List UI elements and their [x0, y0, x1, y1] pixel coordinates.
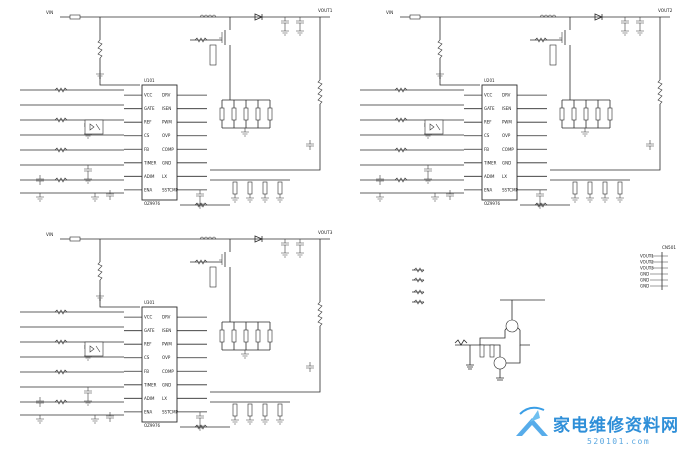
watermark: 家电维修资料网 520101.com [516, 406, 679, 446]
watermark-logo-icon [516, 406, 548, 436]
chip-pin-label: OVP [162, 355, 171, 360]
output-net-label: VOUT3 [318, 230, 333, 235]
chip-pin-label: DRV [162, 315, 171, 320]
chip-pin-label: CS [144, 133, 150, 138]
chip-pin-label: REF [484, 120, 492, 125]
chip-name: U301 [144, 300, 155, 305]
controller-ic [141, 84, 178, 201]
connector-pin-label: GND [640, 278, 649, 283]
chip-pin-label: OVP [162, 133, 171, 138]
connector-pin-label: GND [640, 284, 649, 289]
chip-pin-label: ENA [144, 187, 153, 192]
chip-pin-label: DRV [502, 93, 511, 98]
chip-pin-label: GATE [484, 106, 495, 111]
chip-pin-label: ISEN [162, 328, 171, 333]
chip-pin-label: TIMER [483, 160, 497, 165]
chip-pin-label: FB [144, 147, 149, 152]
chip-pin-label: DRV [162, 93, 171, 98]
chip-pin-label: SSTCMP [162, 187, 179, 192]
chip-pin-label: TIMER [143, 382, 157, 387]
chip-pin-label: VCC [144, 315, 153, 320]
output-net-label: VOUT1 [318, 8, 333, 13]
input-net-label: VIN [46, 232, 53, 237]
chip-pin-label: GATE [144, 106, 155, 111]
chip-pin-label: COMP [502, 147, 514, 152]
input-net-label: VIN [46, 10, 53, 15]
chip-pin-label: LX [162, 174, 167, 179]
chip-pin-label: VCC [144, 93, 153, 98]
chip-pin-label: PWM [162, 120, 172, 125]
chip-part: OZ9976 [144, 423, 161, 428]
chip-name: U101 [144, 78, 155, 83]
chip-pin-label: ADIM [144, 174, 155, 179]
chip-pin-label: FB [484, 147, 489, 152]
chip-part: OZ9976 [484, 201, 501, 206]
chip-pin-label: COMP [162, 147, 174, 152]
chip-pin-label: LX [502, 174, 507, 179]
chip-pin-label: ISEN [162, 106, 171, 111]
chip-pin-label: GND [162, 382, 171, 387]
chip-pin-label: TIMER [143, 160, 157, 165]
connector-pin-label: VOUT3 [640, 266, 654, 271]
chip-pin-label: CS [144, 355, 150, 360]
chip-name: U201 [484, 78, 495, 83]
misc-resistor-stack [412, 267, 425, 305]
chip-pin-label: ADIM [484, 174, 495, 179]
chip-pin-label: REF [144, 120, 152, 125]
chip-pin-label: LX [162, 396, 167, 401]
connector-name: CN501 [662, 245, 676, 250]
chip-pin-label: FB [144, 369, 149, 374]
chip-pin-label: REF [144, 342, 152, 347]
chip-pin-label: VCC [484, 93, 493, 98]
chip-part: OZ9976 [144, 201, 161, 206]
chip-pin-label: CS [484, 133, 490, 138]
chip-pin-label: PWM [162, 342, 172, 347]
transistor-switch-circuit [454, 299, 545, 381]
chip-pin-label: ENA [484, 187, 493, 192]
connector-pin-label: GND [640, 272, 649, 277]
chip-pin-label: GND [162, 160, 171, 165]
connector-pin-label: VOUT1 [640, 254, 654, 259]
chip-pin-label: ISEN [502, 106, 511, 111]
connector-pin-label: VOUT2 [640, 260, 654, 265]
input-net-label: VIN [386, 10, 393, 15]
chip-pin-label: SSTCMP [162, 409, 179, 414]
controller-ic [141, 306, 178, 423]
watermark-title: 家电维修资料网 [553, 415, 679, 436]
chip-pin-label: OVP [502, 133, 511, 138]
chip-pin-label: GND [502, 160, 511, 165]
output-net-label: VOUT2 [658, 8, 673, 13]
chip-pin-label: ENA [144, 409, 153, 414]
chip-pin-label: ADIM [144, 396, 155, 401]
chip-pin-label: SSTCMP [502, 187, 519, 192]
chip-pin-label: COMP [162, 369, 174, 374]
chip-pin-label: GATE [144, 328, 155, 333]
controller-ic [481, 84, 518, 201]
chip-pin-label: PWM [502, 120, 512, 125]
watermark-url: 520101.com [587, 437, 650, 446]
